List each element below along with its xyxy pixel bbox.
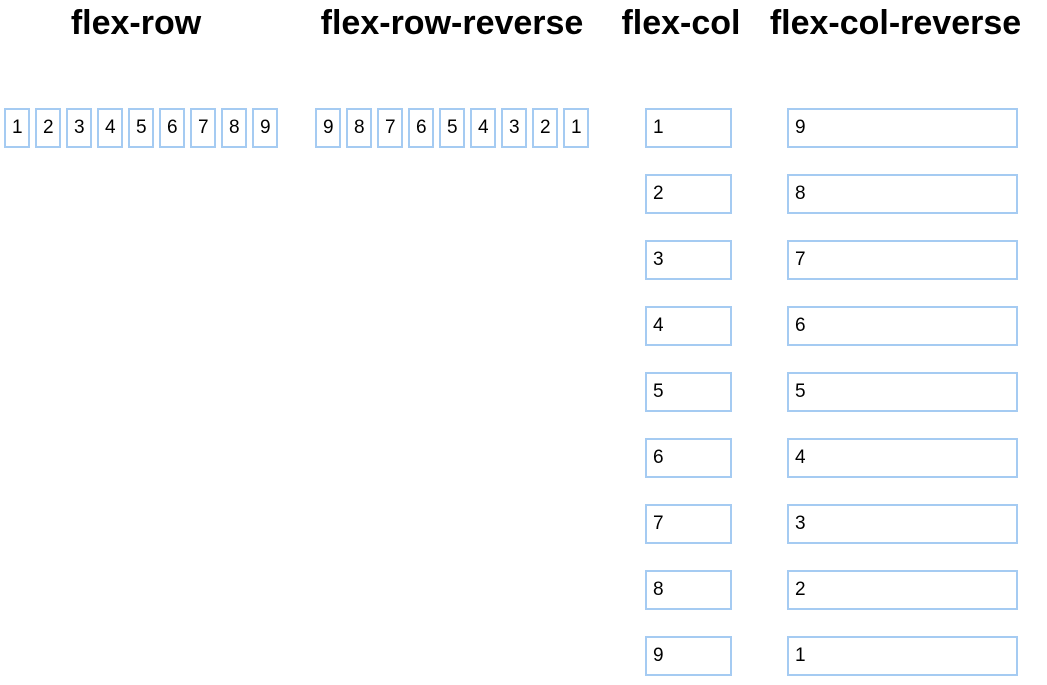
flex-item: 3 <box>645 240 732 280</box>
flex-item: 3 <box>66 108 92 148</box>
flex-item: 8 <box>787 174 1018 214</box>
flex-item: 1 <box>645 108 732 148</box>
section-title-flex-row: flex-row <box>70 4 202 42</box>
flex-item: 8 <box>346 108 372 148</box>
section-title-flex-row-reverse: flex-row-reverse <box>320 4 584 42</box>
flex-item: 8 <box>221 108 247 148</box>
flex-item: 1 <box>563 108 589 148</box>
section-flex-col: flex-col 1 2 3 4 5 6 7 8 9 <box>618 0 744 685</box>
flex-item: 5 <box>439 108 465 148</box>
flex-col-reverse-container: 1 2 3 4 5 6 7 8 9 <box>787 108 1018 676</box>
section-title-flex-col: flex-col <box>621 4 741 42</box>
flex-item: 6 <box>645 438 732 478</box>
flex-item: 9 <box>315 108 341 148</box>
flex-item: 9 <box>787 108 1018 148</box>
flex-item: 2 <box>532 108 558 148</box>
section-flex-col-reverse: flex-col-reverse 1 2 3 4 5 6 7 8 9 <box>744 0 1047 685</box>
flex-item: 4 <box>97 108 123 148</box>
flex-item: 4 <box>787 438 1018 478</box>
flex-item: 5 <box>787 372 1018 412</box>
flex-item: 8 <box>645 570 732 610</box>
flex-item: 6 <box>408 108 434 148</box>
flex-item: 1 <box>4 108 30 148</box>
flex-item: 7 <box>190 108 216 148</box>
flex-item: 1 <box>787 636 1018 676</box>
flex-item: 7 <box>787 240 1018 280</box>
flex-item: 9 <box>645 636 732 676</box>
flex-item: 3 <box>501 108 527 148</box>
flex-item: 7 <box>377 108 403 148</box>
flex-col-container: 1 2 3 4 5 6 7 8 9 <box>645 108 732 676</box>
flex-item: 2 <box>35 108 61 148</box>
flex-item: 6 <box>787 306 1018 346</box>
section-title-flex-col-reverse: flex-col-reverse <box>769 4 1022 42</box>
flex-item: 2 <box>645 174 732 214</box>
flex-item: 4 <box>470 108 496 148</box>
flex-item: 9 <box>252 108 278 148</box>
flex-item: 3 <box>787 504 1018 544</box>
flex-item: 5 <box>645 372 732 412</box>
flex-item: 5 <box>128 108 154 148</box>
flex-item: 6 <box>159 108 185 148</box>
flex-item: 4 <box>645 306 732 346</box>
flex-item: 7 <box>645 504 732 544</box>
flex-item: 2 <box>787 570 1018 610</box>
